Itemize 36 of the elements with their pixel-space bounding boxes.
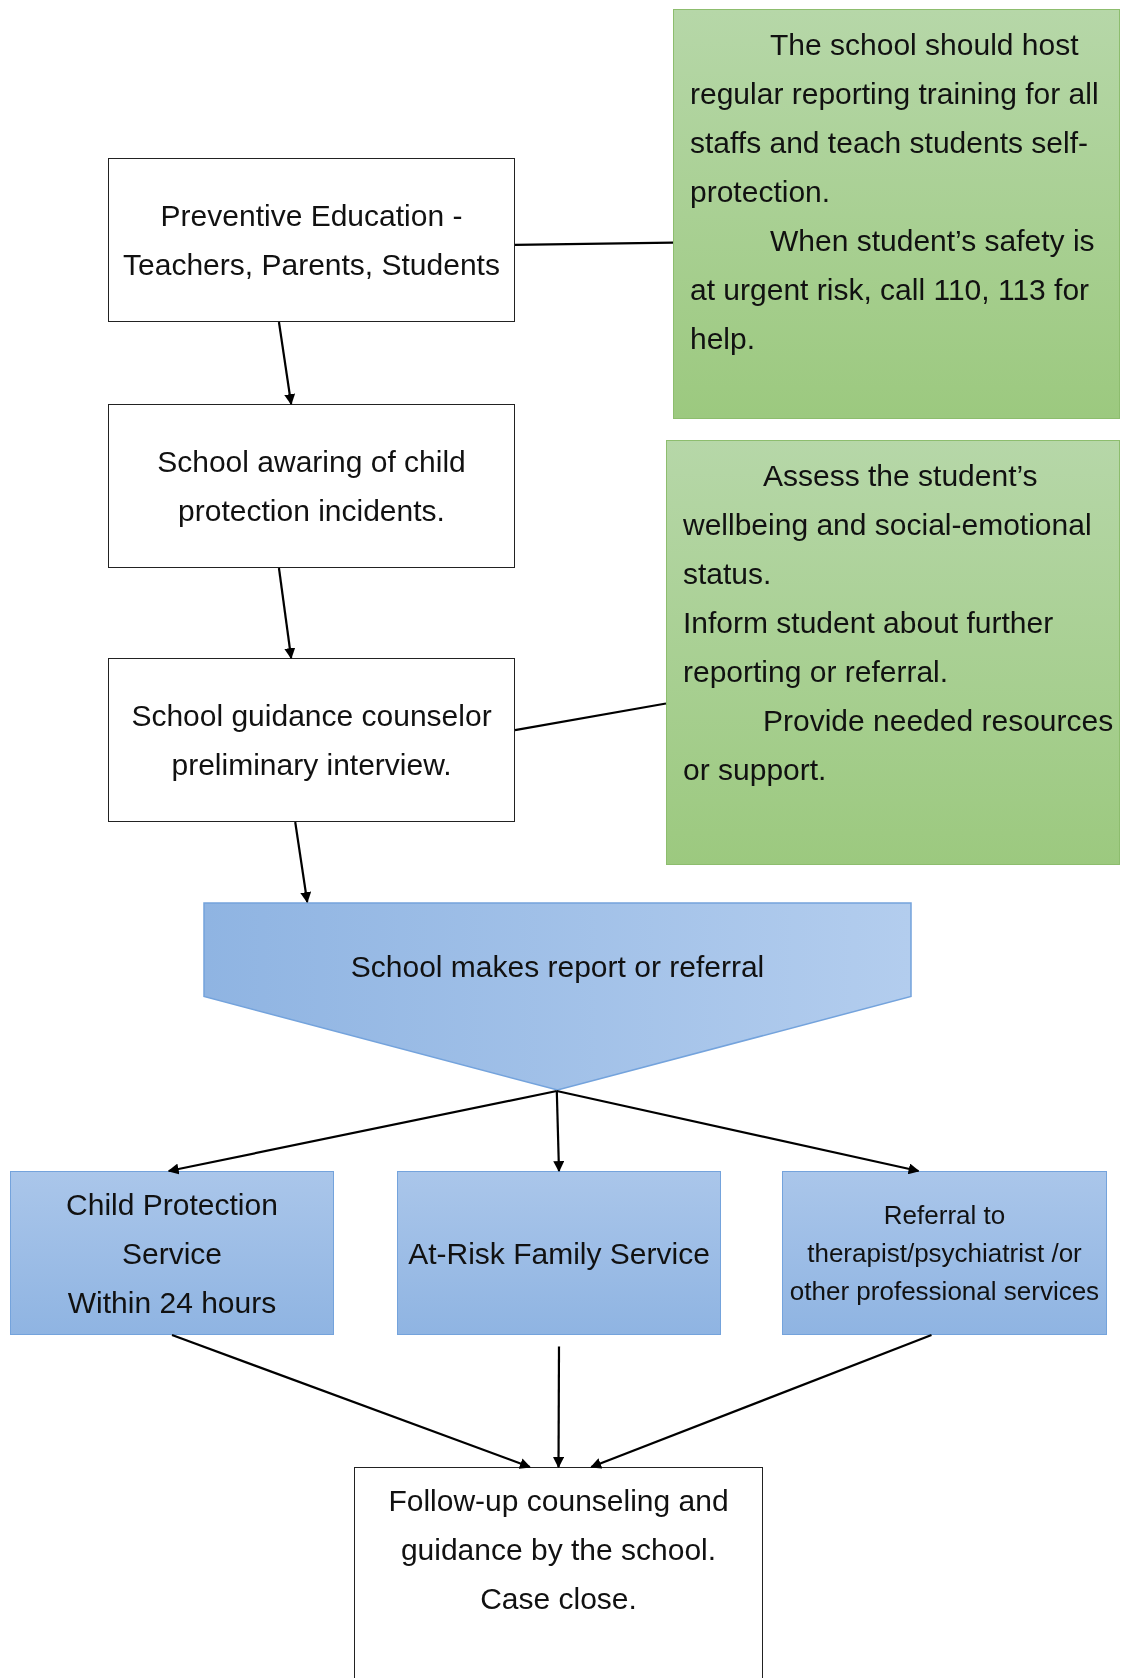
note-text: Provide needed resources or support. xyxy=(683,703,1115,788)
note-text: When student’s safety is at urgent risk, call 110, 113 for help. xyxy=(690,223,1096,357)
banner-pentagon xyxy=(203,902,912,1091)
box-text: Within 24 hours xyxy=(66,1284,278,1321)
process-box xyxy=(108,404,515,568)
arrow xyxy=(171,1333,531,1469)
box-text: Case close. xyxy=(479,1581,638,1617)
box-text: School guidance counselor preliminary interview. xyxy=(130,698,493,783)
note-box xyxy=(673,9,1120,419)
arrow xyxy=(277,321,296,406)
arrow xyxy=(294,821,312,904)
process-box xyxy=(108,658,515,822)
box-text: Follow-up counseling and guidance by the school. xyxy=(387,1483,730,1568)
box-text: Preventive Education - Teachers, Parents, Students xyxy=(122,198,501,283)
service-box xyxy=(10,1171,334,1335)
connector-line xyxy=(514,702,667,732)
note-text: The school should host regular reporting training for all staffs and teach students self-protection. xyxy=(690,27,1100,210)
note-text: Inform student about further reporting or referral. xyxy=(683,605,1055,690)
arrow xyxy=(556,1089,920,1175)
box-text: Child Protection Service xyxy=(65,1186,279,1272)
service-box xyxy=(782,1171,1107,1335)
box-text: School awaring of child protection incidents. xyxy=(156,444,467,529)
connector-line xyxy=(515,241,673,246)
process-box xyxy=(354,1467,763,1678)
arrow xyxy=(553,1346,565,1469)
note-box xyxy=(666,440,1120,865)
process-box xyxy=(108,158,515,322)
box-text: School makes report or referral xyxy=(349,949,766,985)
service-box xyxy=(397,1171,721,1335)
arrow xyxy=(553,1090,565,1173)
box-text: At-Risk Family Service xyxy=(407,1235,711,1272)
box-text: Referral to therapist/psychiatrist /or other professional services xyxy=(789,1199,1100,1308)
arrow xyxy=(167,1089,557,1175)
note-text: Assess the student’s wellbeing and social-emotional status. xyxy=(683,458,1093,592)
arrow xyxy=(277,567,296,660)
arrow xyxy=(590,1333,932,1469)
